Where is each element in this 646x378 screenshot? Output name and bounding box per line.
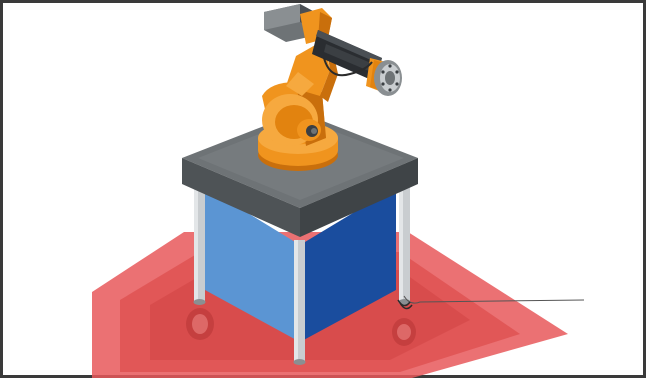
- wheel-back-right: [392, 318, 416, 346]
- robot-end-effector: [374, 60, 402, 96]
- wheel-front-left: [186, 308, 214, 340]
